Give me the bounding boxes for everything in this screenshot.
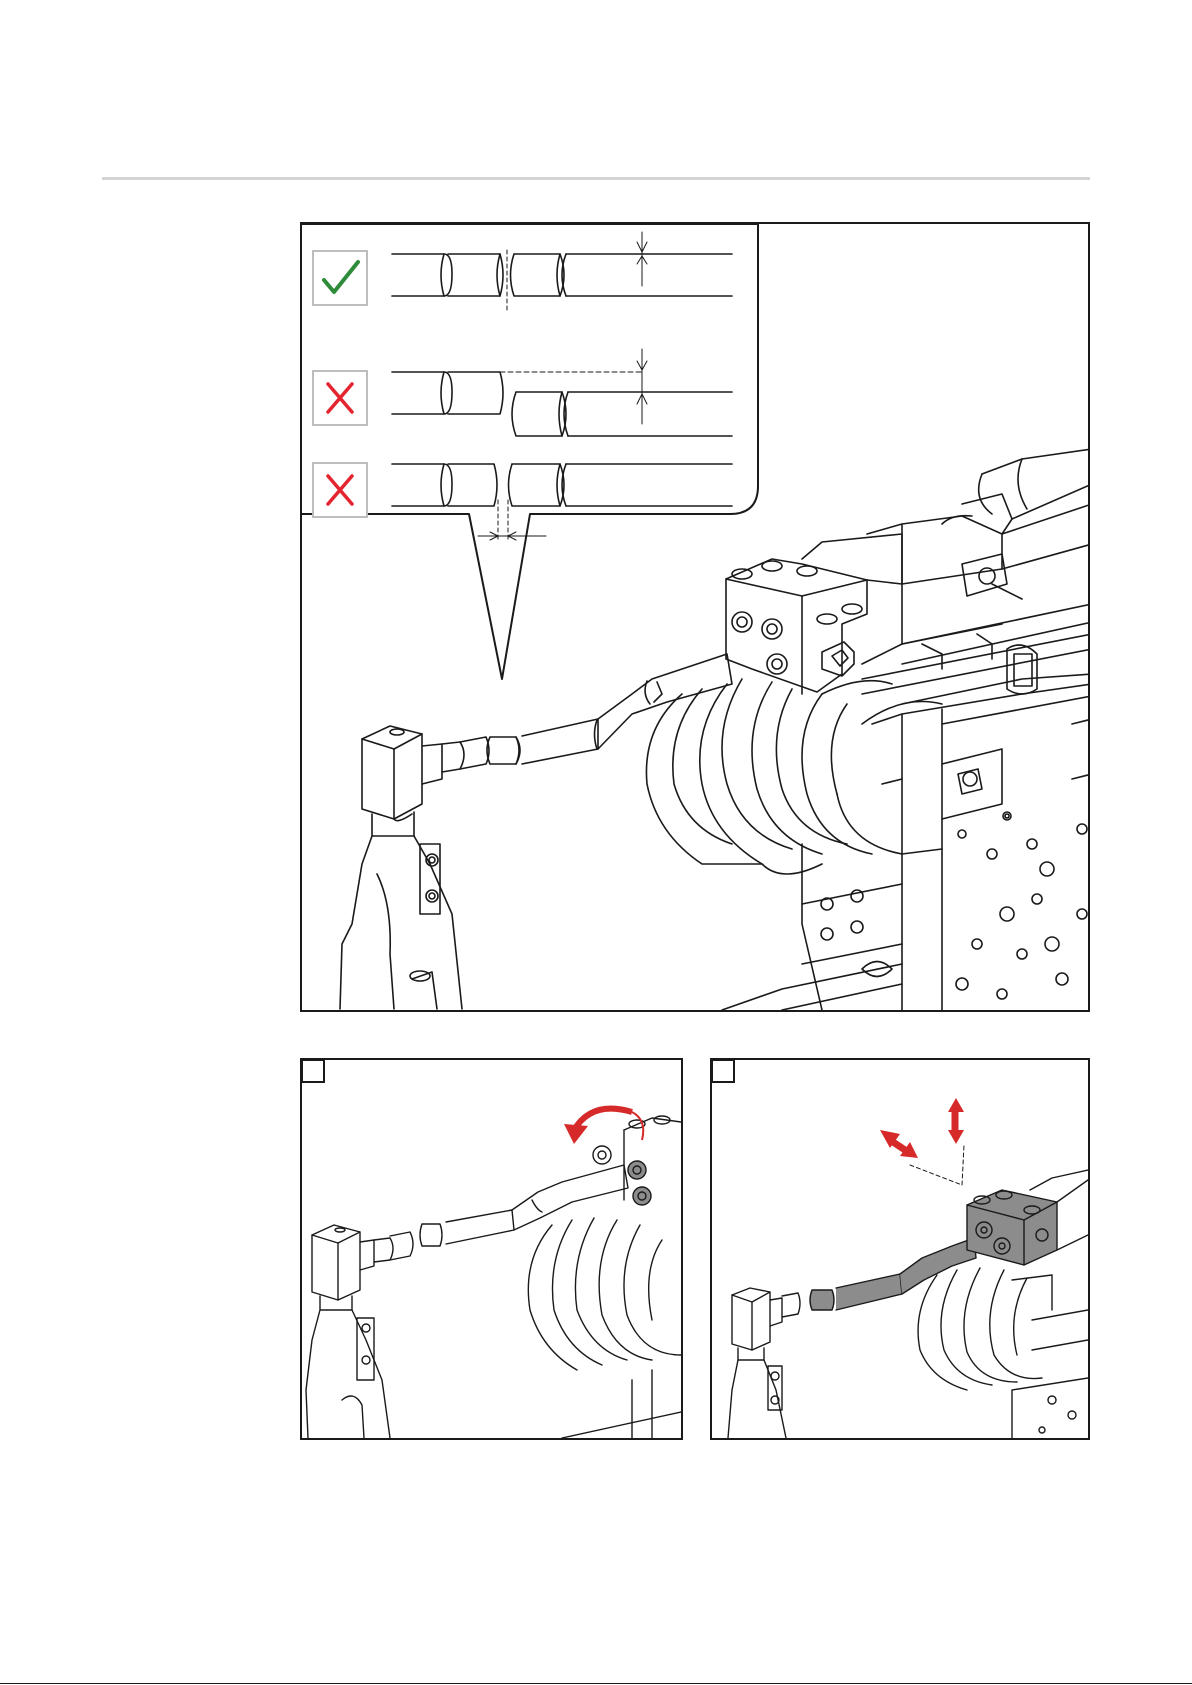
step-1-illustration bbox=[300, 1058, 683, 1440]
footer-rule bbox=[0, 1683, 1192, 1684]
header-rule bbox=[102, 177, 1090, 180]
step-2-illustration bbox=[710, 1058, 1090, 1440]
cross-icon bbox=[314, 464, 366, 516]
step-2-drawing bbox=[712, 1060, 1088, 1438]
correct-alignment-icon bbox=[312, 250, 368, 306]
incorrect-offset-icon bbox=[312, 370, 368, 426]
checkmark-icon bbox=[314, 252, 366, 304]
incorrect-gap-icon bbox=[312, 462, 368, 518]
step-number-box bbox=[711, 1059, 735, 1083]
welding-wire-guide bbox=[487, 654, 732, 764]
cross-icon bbox=[314, 372, 366, 424]
machine-carriage bbox=[802, 449, 1088, 694]
adjust-arrows-icon bbox=[880, 1098, 964, 1158]
machine-frame bbox=[722, 674, 1088, 1010]
manifold-block bbox=[726, 559, 867, 694]
callout-bubble bbox=[302, 224, 758, 679]
main-illustration bbox=[300, 222, 1090, 1012]
step-number-box bbox=[301, 1059, 325, 1083]
step-1-drawing bbox=[302, 1060, 681, 1438]
coiled-hoses bbox=[646, 679, 942, 874]
main-illustration-drawing bbox=[302, 224, 1088, 1010]
torch-body bbox=[340, 726, 489, 1009]
